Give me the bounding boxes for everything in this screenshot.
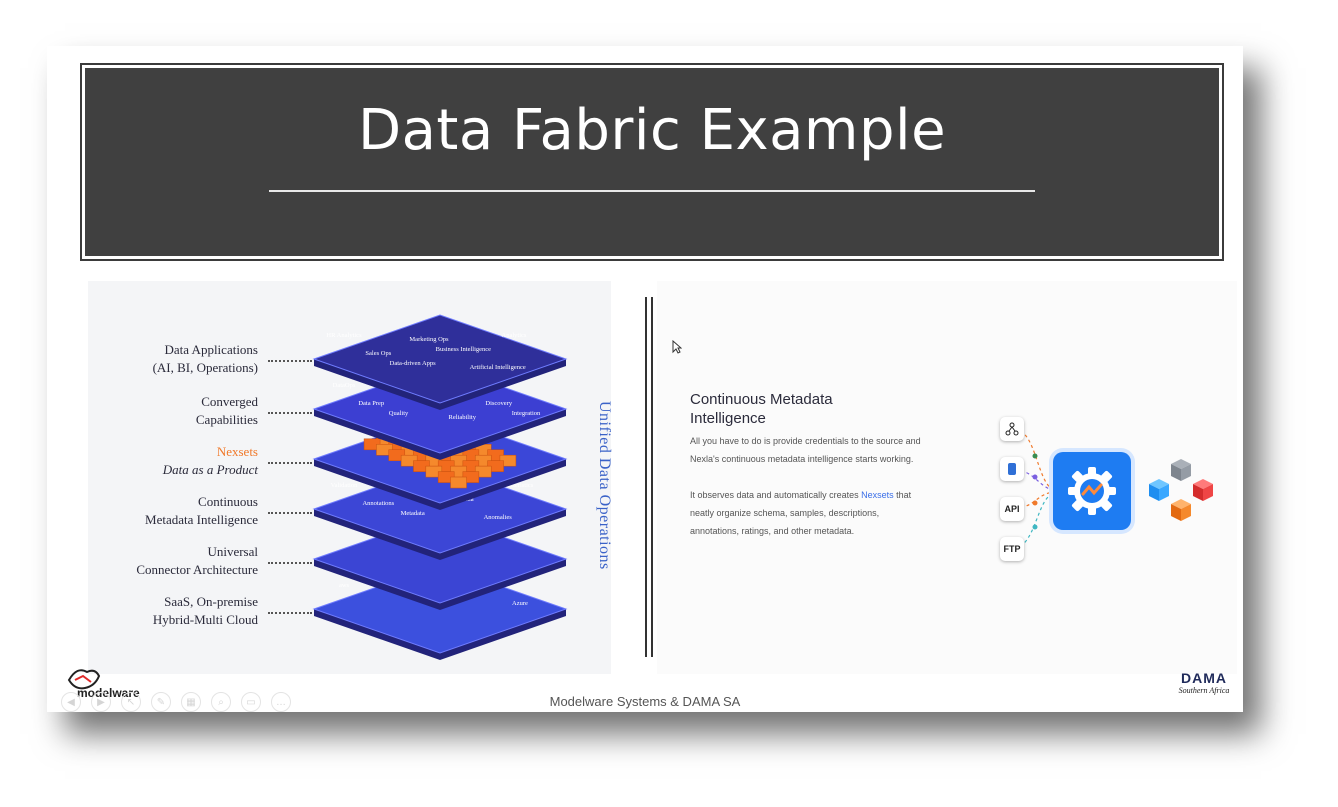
layer-label-line-2: Capabilities [195, 412, 258, 427]
unified-data-operations-label: Unified Data Operations [596, 401, 613, 570]
metadata-intelligence-panel: Continuous Metadata Intelligence All you… [657, 281, 1237, 674]
divider-line-2 [651, 297, 653, 657]
more-options-icon[interactable]: … [271, 692, 291, 712]
title-banner: Data Fabric Example [85, 68, 1219, 256]
pen-icon[interactable]: ✎ [151, 692, 171, 712]
dotted-leader [268, 462, 312, 464]
layer-label-line-1: Data Applications [164, 342, 258, 357]
api-source-icon: API [1000, 497, 1024, 521]
slide: Data Fabric Example Data Applications (AI… [47, 46, 1243, 712]
layer-item-label: aws [339, 582, 350, 589]
layer-item-label: DataOps [333, 382, 356, 389]
title-underline [269, 190, 1035, 192]
nexsets-link[interactable]: Nexsets [861, 490, 894, 500]
panel-title: Continuous Metadata Intelligence [690, 391, 833, 427]
layer-item-label: Reliability [449, 414, 477, 421]
dotted-leader [268, 360, 312, 362]
layer-label-line-2: Metadata Intelligence [145, 512, 258, 527]
data-fabric-diagram: Data Applications (AI, BI, Operations) Con… [88, 281, 613, 674]
previous-slide-icon[interactable]: ◀ [61, 692, 81, 712]
nexla-gear-icon [1053, 452, 1131, 530]
modelware-logo [65, 666, 135, 702]
layer-label-line-1: SaaS, On-premise [164, 594, 258, 609]
layer-item-label: Metadata [401, 510, 425, 517]
layer-item-label: HR Analytics [326, 332, 362, 339]
layer-item-label: Business Intelligence [436, 346, 492, 353]
dama-logo: DAMA Southern Africa [1169, 670, 1239, 695]
dotted-leader [268, 512, 312, 514]
database-icon [1000, 457, 1024, 481]
layer-item-label: Marketing Ops [409, 336, 449, 343]
layer-item-label: Sales Ops [365, 350, 391, 357]
divider-line-1 [645, 297, 647, 657]
dotted-leader [268, 612, 312, 614]
layer-label-line-1: Universal [207, 544, 258, 559]
slides-overview-icon[interactable]: ▦ [181, 692, 201, 712]
dotted-leader [268, 562, 312, 564]
ftp-source-icon: FTP [1000, 537, 1024, 561]
paragraph-2-start: It observes data and automatically creat… [690, 490, 862, 500]
zoom-icon[interactable]: ⌕ [211, 692, 231, 712]
layer-label-line-2: Hybrid-Multi Cloud [152, 612, 258, 627]
screen-icon[interactable]: ▭ [241, 692, 261, 712]
panel-body: All you have to do is provide credential… [690, 432, 925, 540]
paragraph-2-end: that neatly organize schema, samples, de… [690, 490, 912, 536]
nexset-cube [450, 476, 467, 489]
mouse-cursor-icon [672, 340, 682, 354]
layer-item-label: Azure [512, 600, 528, 607]
pointer-options-icon[interactable]: ↖ [121, 692, 141, 712]
dama-wordmark: DAMA [1181, 670, 1227, 686]
layer-item-label: Integration [512, 410, 541, 417]
layer-item-label: Anomalies [484, 514, 513, 521]
layer-item-label: Characteristics [495, 482, 534, 489]
panel-paragraph-1: All you have to do is provide credential… [690, 436, 921, 464]
layer-item-label: Validation [331, 482, 358, 489]
panel-paragraph-2: It observes data and automatically creat… [690, 486, 925, 540]
layer-item-label: Data Prep [358, 400, 384, 407]
layer-label-1: Data Applications (AI, BI, Operations) [128, 341, 258, 377]
layer-item-label: Analytics [502, 332, 527, 339]
layer-item-label: Quality [389, 410, 409, 417]
layer-item-label: Discovery [485, 400, 512, 407]
layer-item-label: Annotations [362, 500, 394, 507]
next-slide-icon[interactable]: ▶ [91, 692, 111, 712]
layer-label-line-2: Connector Architecture [136, 562, 258, 577]
nexset-cubes-icon [1149, 459, 1213, 521]
layer-label-line-2: (AI, BI, Operations) [152, 360, 258, 375]
layer-label-line-1: Continuous [198, 494, 258, 509]
dama-subtitle: Southern Africa [1178, 686, 1230, 695]
layer-item-label: Data-driven Apps [390, 360, 437, 367]
kafka-icon [1000, 417, 1024, 441]
layer-item-label: Artificial Intelligence [470, 364, 526, 371]
layer-label-line-2: Data as a Product [162, 462, 258, 477]
slide-footer: Modelware Systems & DAMA SA [549, 694, 741, 709]
title-frame: Data Fabric Example [80, 63, 1224, 261]
layer-label-line-1: Nexsets [216, 444, 258, 459]
layer-label-line-1: Converged [201, 394, 258, 409]
presentation-toolbar: ◀ ▶ ↖ ✎ ▦ ⌕ ▭ … [61, 692, 291, 712]
slide-title: Data Fabric Example [357, 98, 947, 163]
dotted-leader [268, 412, 312, 414]
